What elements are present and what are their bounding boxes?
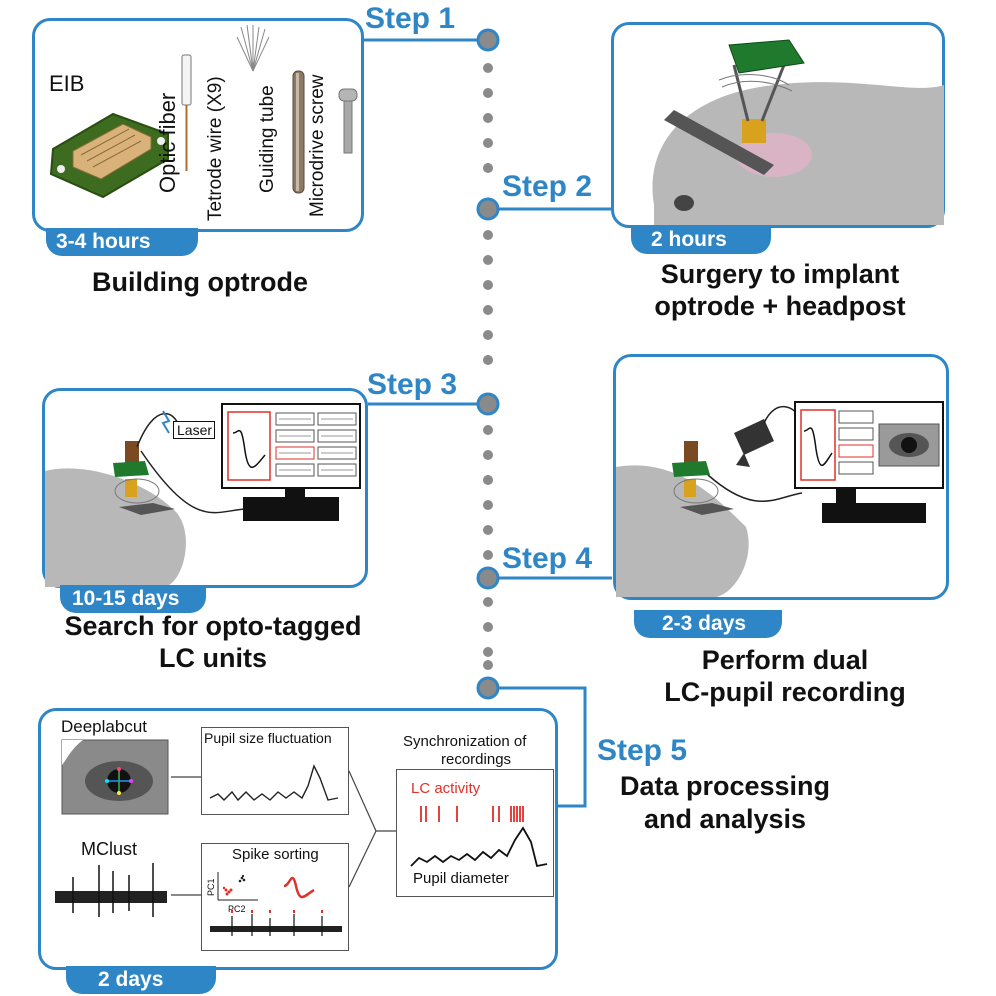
step1-caption: Building optrode [92,267,308,297]
waveform-plot [227,411,271,481]
sync-title-line2: recordings [441,751,512,768]
laser-label: Laser [177,422,213,438]
guiding-tube-icon [292,70,305,194]
step2-label: Step 2 [502,170,593,203]
step2-caption-line2: optrode + headpost [654,291,906,321]
connector-lines [362,38,612,808]
pupil-diameter-label: Pupil diameter [413,870,509,887]
step5-caption-line2: and analysis [643,804,807,834]
step5-duration: 2 days [66,966,216,994]
deeplabcut-label: Deeplabcut [61,717,148,736]
mclust-raw-trace [55,863,167,917]
step5-label: Step 5 [597,734,688,767]
pc2-label: PC2 [228,904,246,914]
dual-recording-setup-illustration [616,406,926,597]
sync-title-line1: Synchronization of [403,733,527,750]
sync-plot [410,806,548,868]
guiding-tube-label: Guiding tube [257,85,278,193]
pupil-video-icon [878,423,940,467]
spike-sorting-box: Spike sorting PC1 PC2 [201,843,349,951]
unit-traces-grid [275,412,357,477]
step3-duration: 10-15 days [60,585,206,613]
pupil-size-box: Pupil size fluctuation [201,727,349,815]
optic-fiber-label: Optic fiber [155,92,180,193]
tetrode-wire-label: Tetrode wire (X9) [205,76,226,221]
step5-connectors [171,770,396,896]
cluster-plot [210,872,342,936]
pupil-size-trace [209,764,339,802]
step4-caption-line1: Perform dual [701,645,869,675]
step1-duration: 3-4 hours [46,228,198,256]
timeline-dots [483,63,493,670]
step4-caption-line2: LC-pupil recording [664,677,906,707]
step5-panel: Deeplabcut MClust Pupil size [38,708,558,970]
step2-panel [611,22,945,228]
step3-panel: Laser [42,388,368,588]
step5-caption-line1: Data processing [619,771,831,801]
step4-waveform-plot [800,409,836,481]
step4-label: Step 4 [502,542,593,575]
step3-monitor-screen [221,403,361,489]
step3-caption-line1: Search for opto-tagged [64,611,362,641]
tetrode-wire-icon [236,24,270,72]
microdrive-screw-icon [338,88,358,154]
laser-box: Laser [173,421,215,439]
timeline-nodes [476,28,500,700]
step2-duration: 2 hours [631,226,771,254]
mouse-head-illustration [652,39,944,225]
mclust-label: MClust [81,839,138,859]
step4-panel [613,354,949,600]
step1-label: Step 1 [365,2,456,35]
step3-label: Step 3 [367,368,458,401]
optic-fiber-icon [181,54,192,171]
step1-panel: EIB Optic fiber Tetrode wire (X9) Guidin… [32,18,364,232]
pupil-size-label: Pupil size fluctuation [204,730,332,746]
microdrive-screw-label: Microdrive screw [307,74,328,217]
step3-caption-line2: LC units [159,643,267,673]
step4-unit-grid [838,410,874,475]
step4-monitor-screen [794,401,944,489]
deeplabcut-eye-image [61,739,169,815]
lc-activity-label: LC activity [411,780,481,797]
sync-box: LC activity Pupil diameter [396,769,554,897]
step4-duration: 2-3 days [634,610,782,638]
eib-label: EIB [49,71,85,96]
spike-sorting-label: Spike sorting [232,846,319,863]
step2-caption-line1: Surgery to implant [660,259,900,289]
eib-board-icon [49,112,169,199]
opto-tagging-setup-illustration [45,410,339,587]
